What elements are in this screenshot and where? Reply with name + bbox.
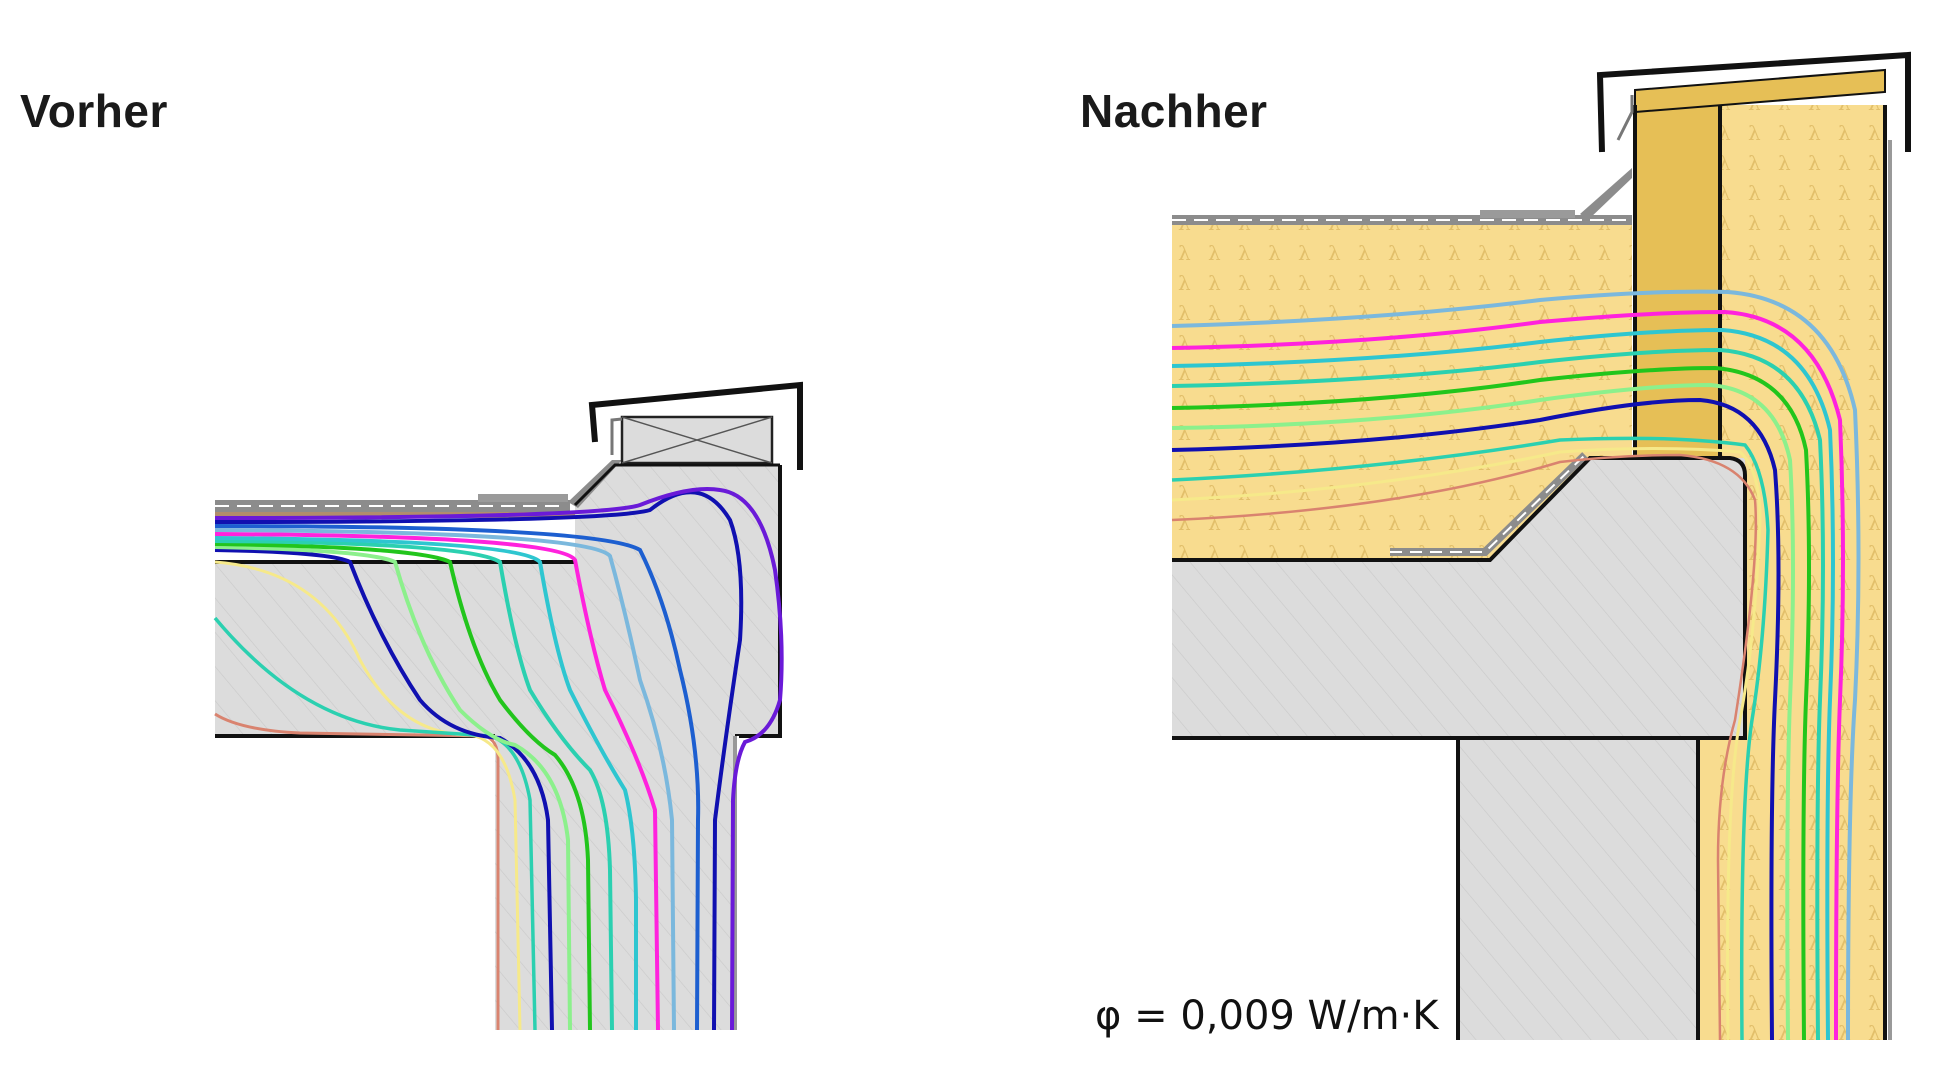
before-isotherm-8 [214, 536, 638, 1030]
before-isotherm-13 [214, 487, 784, 1031]
after-isotherm-1 [1171, 453, 1758, 1041]
before-label: Vorher [20, 85, 168, 137]
after-wall [1458, 738, 1698, 1040]
after-slab [1172, 458, 1745, 738]
before-isotherm-5 [214, 545, 572, 1031]
after-label: Nachher [1080, 85, 1268, 137]
after-isotherm-10 [1171, 289, 1861, 1041]
after-coping [1596, 51, 1911, 153]
before-diagram [213, 381, 803, 1031]
before-coping [588, 381, 803, 470]
after-isotherm-4 [1171, 397, 1781, 1041]
before-isotherm-3 [213, 616, 537, 1031]
before-upstand [575, 465, 780, 562]
after-isotherm-7 [1171, 347, 1825, 1041]
before-isotherm-6 [214, 542, 592, 1031]
before-isotherm-2 [214, 560, 522, 1031]
after-isotherm-8 [1171, 327, 1835, 1041]
after-diagram [1171, 51, 1911, 1041]
before-isotherm-11 [214, 524, 701, 1031]
before-isotherm-7 [214, 539, 614, 1031]
after-isotherm-6 [1171, 365, 1811, 1041]
before-isotherm-10 [214, 528, 676, 1031]
after-isotherm-9 [1171, 309, 1845, 1041]
before-isotherm-4 [214, 548, 554, 1031]
before-isotherm-12 [214, 490, 744, 1031]
psi-value: φ = 0,009 W/m·K [1095, 993, 1439, 1039]
after-isotherm-5 [1171, 382, 1795, 1041]
before-isotherm-9 [214, 532, 660, 1031]
after-isotherm-3 [1171, 436, 1770, 1041]
before-slab [215, 562, 780, 736]
before-isotherm-1 [214, 712, 500, 1030]
after-timber-post [1635, 105, 1720, 460]
after-isotherm-2 [1171, 447, 1762, 1041]
